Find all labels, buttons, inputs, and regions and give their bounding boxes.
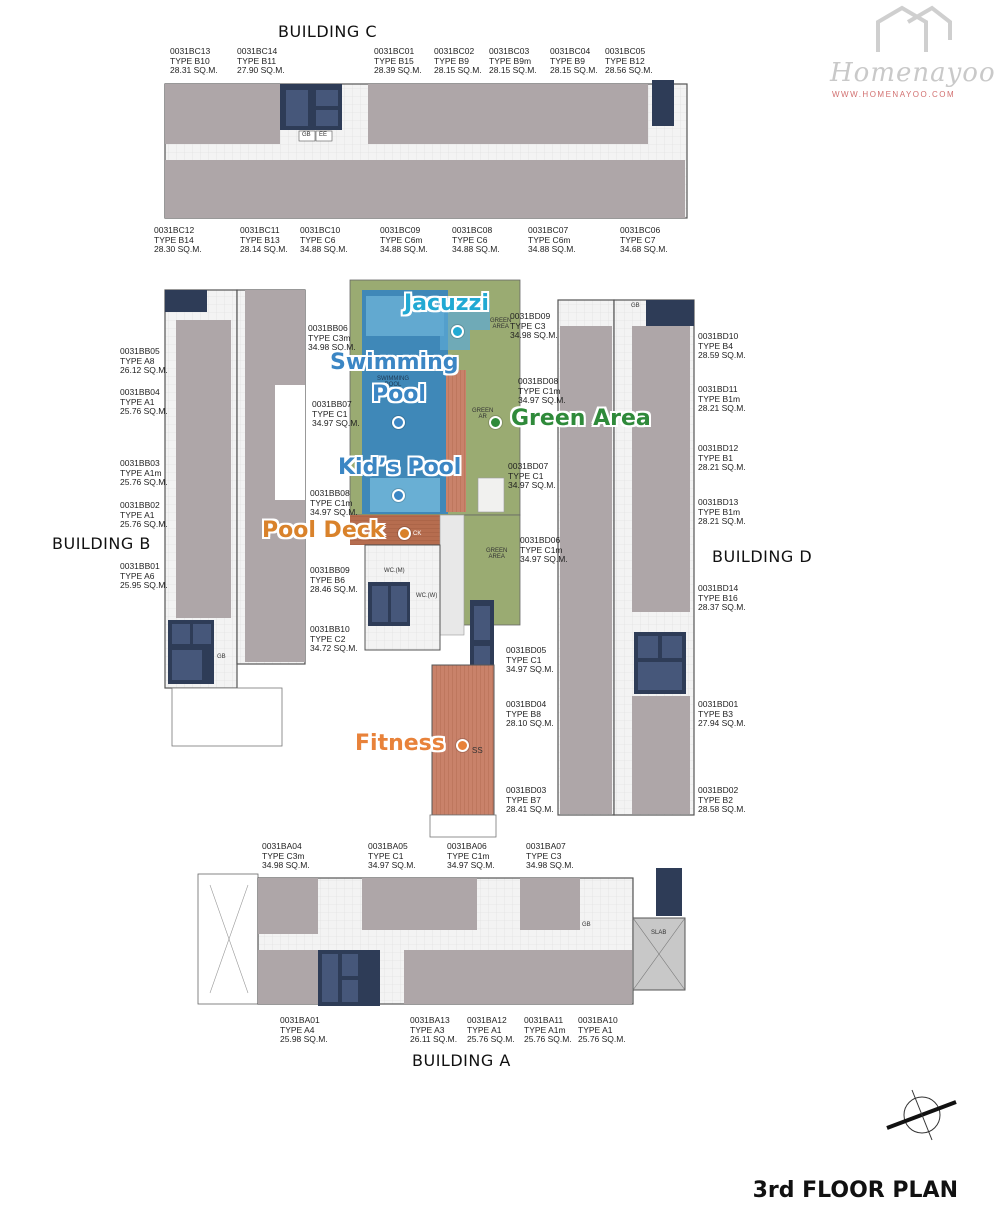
map-text-gb-a: GB [582,922,591,928]
map-text-wc-m: WC.(M) [384,568,405,574]
unit-bd03-bd09 [560,326,612,814]
unit-bc06-bc12 [165,160,685,218]
map-text-gb-c: GB [302,132,311,138]
logo-wordmark: Homenayoo [830,58,996,88]
timber-walkway [446,370,466,512]
building-d-floorplate [557,299,695,816]
amenity-green-area-label: Green Area [511,406,651,431]
unit-bc13-bc14 [165,84,280,144]
map-text-ee-c: EE [319,132,328,138]
pool-green-area [349,279,521,636]
amenity-pool-deck-label: Pool Deck [262,518,385,543]
amenity-green-area-marker[interactable] [489,416,502,429]
building-b-floorplate [164,289,306,747]
building-a-floorplate [197,868,686,1006]
map-text-wc-w: WC.(W) [416,593,438,599]
map-text-deck: CK [413,531,422,537]
logo-url: WWW.HOMENAYOO.COM [832,90,956,99]
amenity-kids-pool-marker[interactable] [392,489,405,502]
unit-bd10-bd14 [632,326,690,612]
building-c-label: BUILDING C [278,22,377,41]
building-c-floorplate [164,80,688,219]
amenity-jacuzzi-marker[interactable] [451,325,464,338]
amenity-fitness-label: Fitness [355,731,445,756]
unit-bc01-bc05 [368,84,648,144]
amenity-jacuzzi-label: Jacuzzi [404,291,489,316]
building-d-label: BUILDING D [712,547,813,566]
amenity-swimming-label-1: Swimming [330,350,459,375]
amenity-kids-pool-label: Kid’s Pool [338,455,462,480]
unit-bb01-bb05 [176,320,231,618]
amenity-fitness-marker[interactable] [456,739,469,752]
logo-house-icon [876,5,952,52]
amenity-swimming-pool-marker[interactable] [392,416,405,429]
amenity-swimming-label-2: Pool [372,382,426,407]
amenity-pool-deck-marker[interactable] [398,527,411,540]
north-arrow [886,1089,957,1141]
plan-title: 3rd FLOOR PLAN [752,1178,958,1203]
unit-bd01-bd02 [632,696,690,814]
map-text-fitness: SS [472,746,483,755]
building-a-label: BUILDING A [412,1051,511,1070]
map-text-gb-b: GB [217,654,226,660]
map-text-gb-d: GB [631,303,640,309]
map-text-slab: SLAB [651,930,667,936]
building-b-label: BUILDING B [52,534,151,553]
